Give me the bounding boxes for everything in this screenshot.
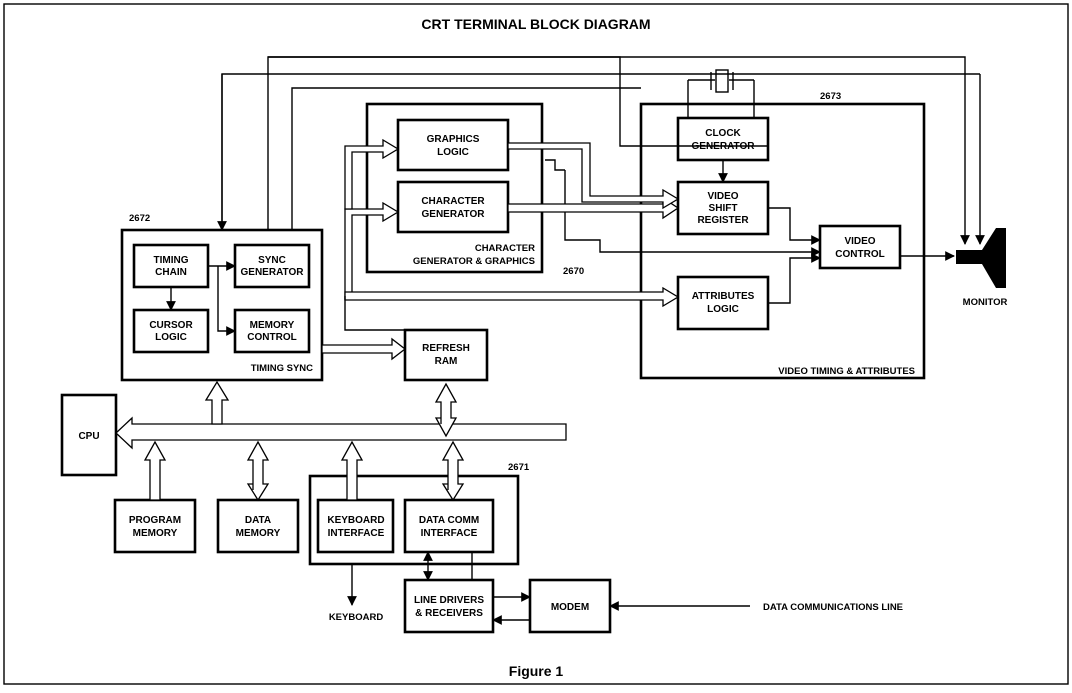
chip-2671-label: 2671 xyxy=(508,462,530,473)
svg-text:GENERATOR: GENERATOR xyxy=(422,209,486,220)
svg-text:SYNC: SYNC xyxy=(258,255,286,266)
svg-text:CURSOR: CURSOR xyxy=(149,320,193,331)
svg-text:ATTRIBUTES: ATTRIBUTES xyxy=(692,291,755,302)
svg-text:INTERFACE: INTERFACE xyxy=(328,528,385,539)
svg-text:MEMORY: MEMORY xyxy=(133,528,178,539)
svg-text:CHARACTER: CHARACTER xyxy=(421,196,485,207)
line-drivers-block: LINE DRIVERS & RECEIVERS xyxy=(403,578,495,634)
video-timing-group xyxy=(639,102,926,380)
monitor-label: MONITOR xyxy=(963,297,1008,308)
char-gen-graphics-group xyxy=(365,102,544,274)
svg-text:DATA COMM: DATA COMM xyxy=(419,515,479,526)
refresh-ram-block: REFRESH RAM xyxy=(403,328,489,382)
svg-text:LOGIC: LOGIC xyxy=(707,304,739,315)
svg-text:MEMORY: MEMORY xyxy=(236,528,281,539)
outer-frame xyxy=(3,3,1069,685)
svg-text:DATA: DATA xyxy=(245,515,271,526)
cpu-block: CPU xyxy=(60,393,118,477)
video-control-block: VIDEO CONTROL xyxy=(818,224,902,270)
chip-2672-label: 2672 xyxy=(129,213,150,224)
svg-text:GRAPHICS: GRAPHICS xyxy=(427,134,480,145)
svg-text:GENERATOR: GENERATOR xyxy=(241,267,305,278)
bus-arrows xyxy=(115,138,680,502)
svg-text:& RECEIVERS: & RECEIVERS xyxy=(415,608,483,619)
chip-2671-group xyxy=(308,474,520,566)
svg-text:INTERFACE: INTERFACE xyxy=(421,528,478,539)
svg-text:TIMING: TIMING xyxy=(154,255,189,266)
char-gen-graphics-label-2: GENERATOR & GRAPHICS xyxy=(413,256,535,267)
svg-text:VIDEO: VIDEO xyxy=(844,236,875,247)
char-gen-graphics-label-1: CHARACTER xyxy=(475,243,535,254)
svg-text:VIDEO: VIDEO xyxy=(707,191,738,202)
figure-caption: Figure 1 xyxy=(509,663,564,679)
svg-text:PROGRAM: PROGRAM xyxy=(129,515,181,526)
keyboard-label: KEYBOARD xyxy=(329,612,384,623)
svg-text:CLOCK: CLOCK xyxy=(705,128,741,139)
chip-2670-label: 2670 xyxy=(563,266,584,277)
svg-text:REGISTER: REGISTER xyxy=(697,215,749,226)
crystal-icon xyxy=(687,69,755,118)
video-timing-label: VIDEO TIMING & ATTRIBUTES xyxy=(778,366,915,377)
svg-text:KEYBOARD: KEYBOARD xyxy=(327,515,384,526)
signal-lines: KEYBOARD DATA COMMUNICATIONS LINE xyxy=(166,56,985,625)
svg-text:CONTROL: CONTROL xyxy=(835,249,884,260)
monitor-icon: MONITOR xyxy=(956,228,1007,308)
svg-text:SHIFT: SHIFT xyxy=(709,203,738,214)
svg-text:CHAIN: CHAIN xyxy=(155,267,187,278)
svg-text:RAM: RAM xyxy=(435,356,458,367)
chip-2673-label: 2673 xyxy=(820,91,841,102)
svg-text:MEMORY: MEMORY xyxy=(250,320,295,331)
svg-text:CPU: CPU xyxy=(78,431,99,442)
timing-sync-label: TIMING SYNC xyxy=(251,363,313,374)
data-comm-line-label: DATA COMMUNICATIONS LINE xyxy=(763,602,903,613)
svg-text:LOGIC: LOGIC xyxy=(155,332,187,343)
data-comm-interface-block: DATA COMM INTERFACE xyxy=(403,498,495,554)
svg-text:LOGIC: LOGIC xyxy=(437,147,469,158)
svg-text:MODEM: MODEM xyxy=(551,602,589,613)
diagram-title: CRT TERMINAL BLOCK DIAGRAM xyxy=(421,16,650,32)
svg-text:CONTROL: CONTROL xyxy=(247,332,296,343)
svg-text:LINE DRIVERS: LINE DRIVERS xyxy=(414,595,484,606)
svg-text:REFRESH: REFRESH xyxy=(422,343,470,354)
